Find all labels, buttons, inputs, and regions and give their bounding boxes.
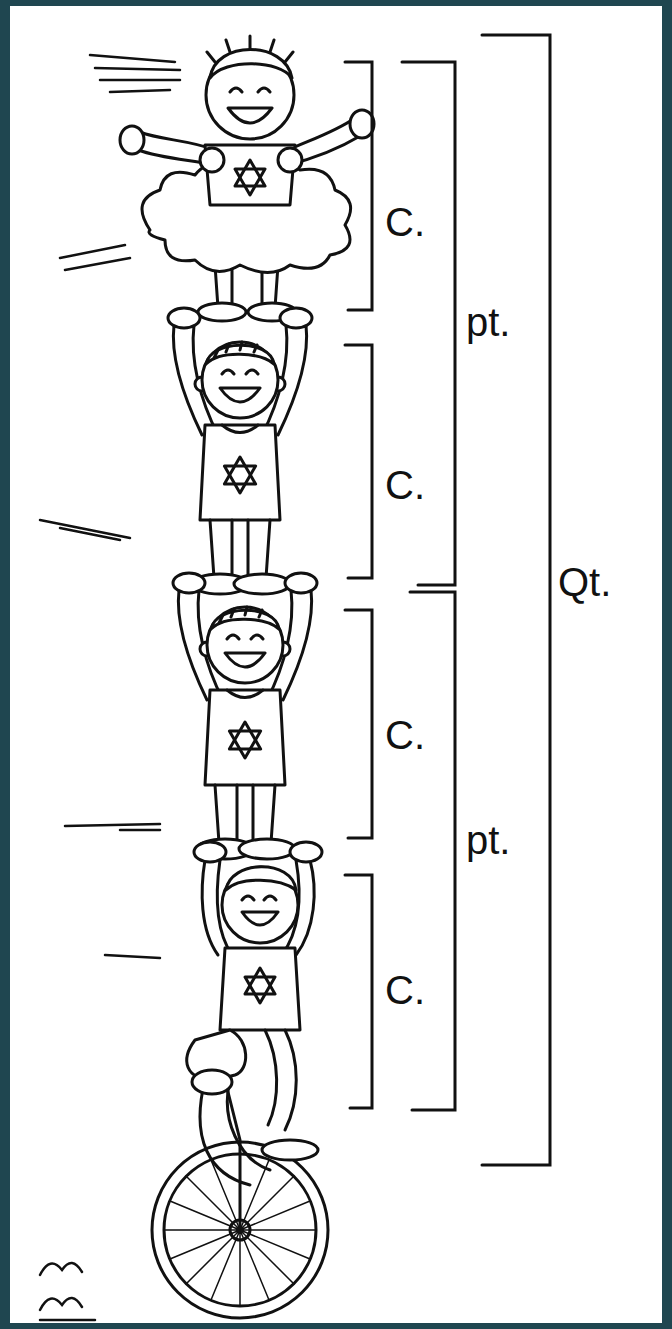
bracket-label: pt. bbox=[466, 300, 510, 344]
bracket-label: C. bbox=[385, 463, 425, 507]
bracket-label: pt. bbox=[466, 818, 510, 862]
bracket-label: C. bbox=[385, 968, 425, 1012]
bracket-label: C. bbox=[385, 200, 425, 244]
bracket-label: Qt. bbox=[558, 560, 611, 604]
bracket-label: C. bbox=[385, 713, 425, 757]
